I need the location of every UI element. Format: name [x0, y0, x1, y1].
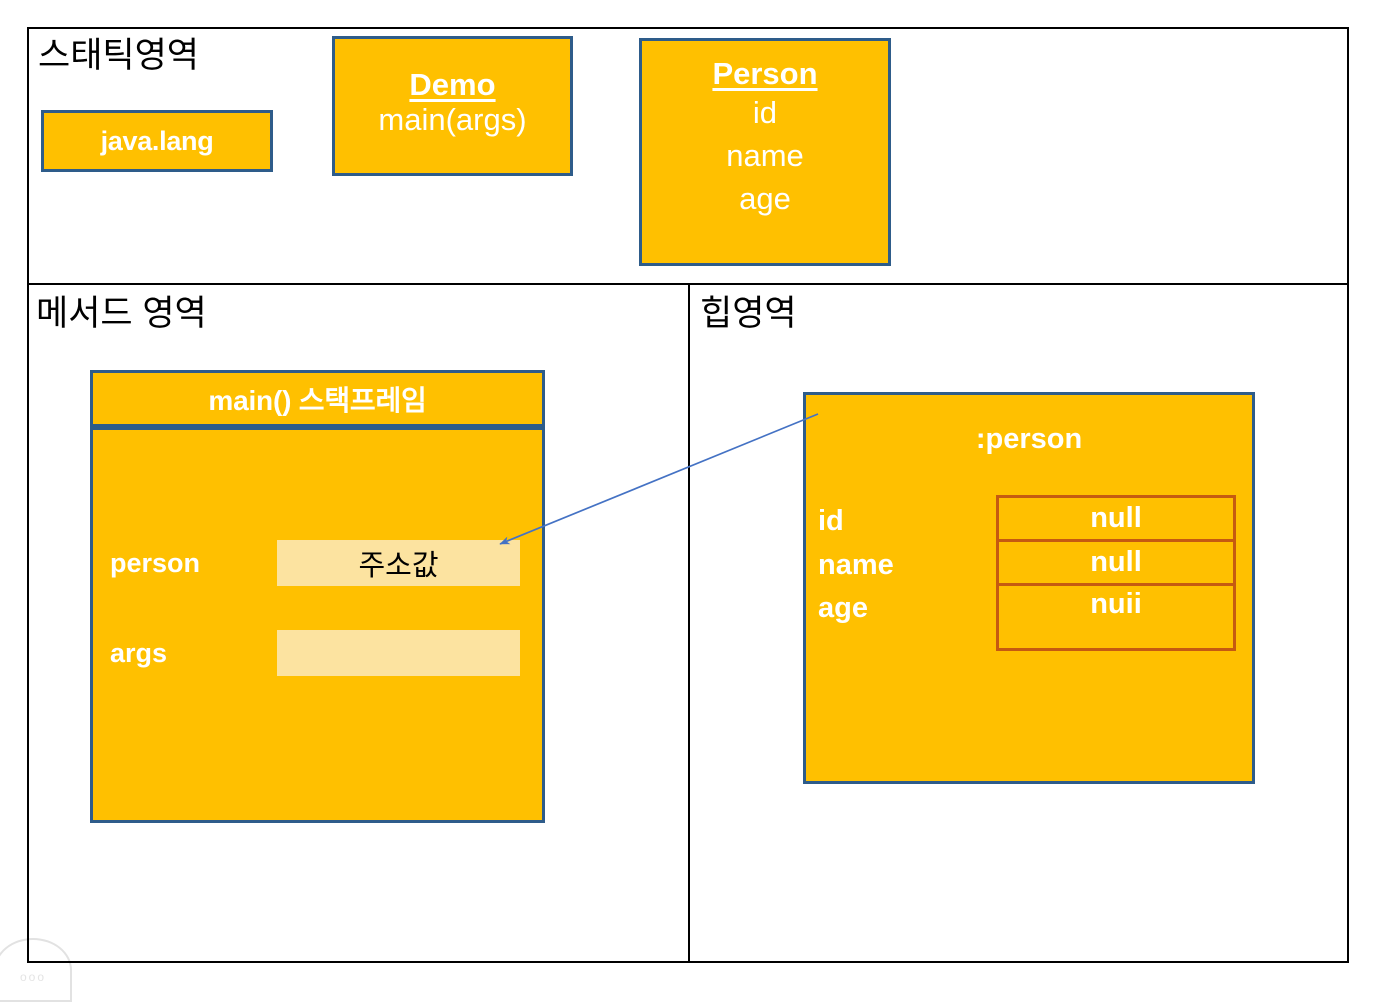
stack-slot-args-value[interactable] — [277, 630, 520, 676]
java-lang-label: java.lang — [100, 125, 214, 156]
heap-person-object[interactable]: :person id name age null null nuii — [803, 392, 1255, 784]
horizontal-divider — [27, 283, 1349, 285]
demo-class-member-0: main(args) — [378, 102, 527, 138]
stack-frame-header-label: main() 스택프레임 — [208, 384, 427, 416]
heap-object-title: :person — [975, 423, 1083, 455]
stack-frame-body: person 주소값 args — [90, 427, 545, 823]
person-class-name: Person — [712, 56, 818, 91]
heap-area-title: 힙영역 — [700, 294, 797, 333]
heap-object-field-list: id name age — [818, 500, 998, 631]
heap-object-value-table: null null nuii — [996, 495, 1236, 651]
stack-frame-header: main() 스택프레임 — [90, 370, 545, 427]
heap-object-value-1[interactable]: null — [999, 542, 1233, 586]
demo-class-box[interactable]: Demo main(args) — [332, 36, 573, 176]
person-class-field-0: id — [752, 95, 778, 131]
person-class-box[interactable]: Person id name age — [639, 38, 891, 266]
heap-object-field-0: id — [818, 505, 844, 537]
heap-object-value-0[interactable]: null — [999, 498, 1233, 542]
person-class-field-1: name — [726, 137, 804, 173]
stack-slot-person-value[interactable]: 주소값 — [277, 540, 520, 586]
person-class-field-2: age — [739, 180, 791, 216]
stack-slot-args: args — [93, 630, 542, 676]
demo-class-name: Demo — [409, 66, 496, 102]
java-lang-package-box[interactable]: java.lang — [41, 110, 273, 172]
heap-object-value-2[interactable]: nuii — [1090, 588, 1142, 620]
diagram-canvas: ooo 스태틱영역 메서드 영역 힙영역 java.lang Demo main… — [0, 27, 1349, 1002]
stack-slot-person: person 주소값 — [93, 540, 542, 586]
method-area-title: 메서드 영역 — [36, 294, 207, 333]
heap-object-field-1: name — [818, 548, 894, 581]
stack-slot-args-name: args — [110, 637, 168, 668]
stack-slot-person-name: person — [110, 547, 201, 578]
heap-object-field-2: age — [818, 592, 868, 624]
vertical-divider — [688, 285, 690, 963]
static-area-title: 스태틱영역 — [38, 36, 200, 75]
